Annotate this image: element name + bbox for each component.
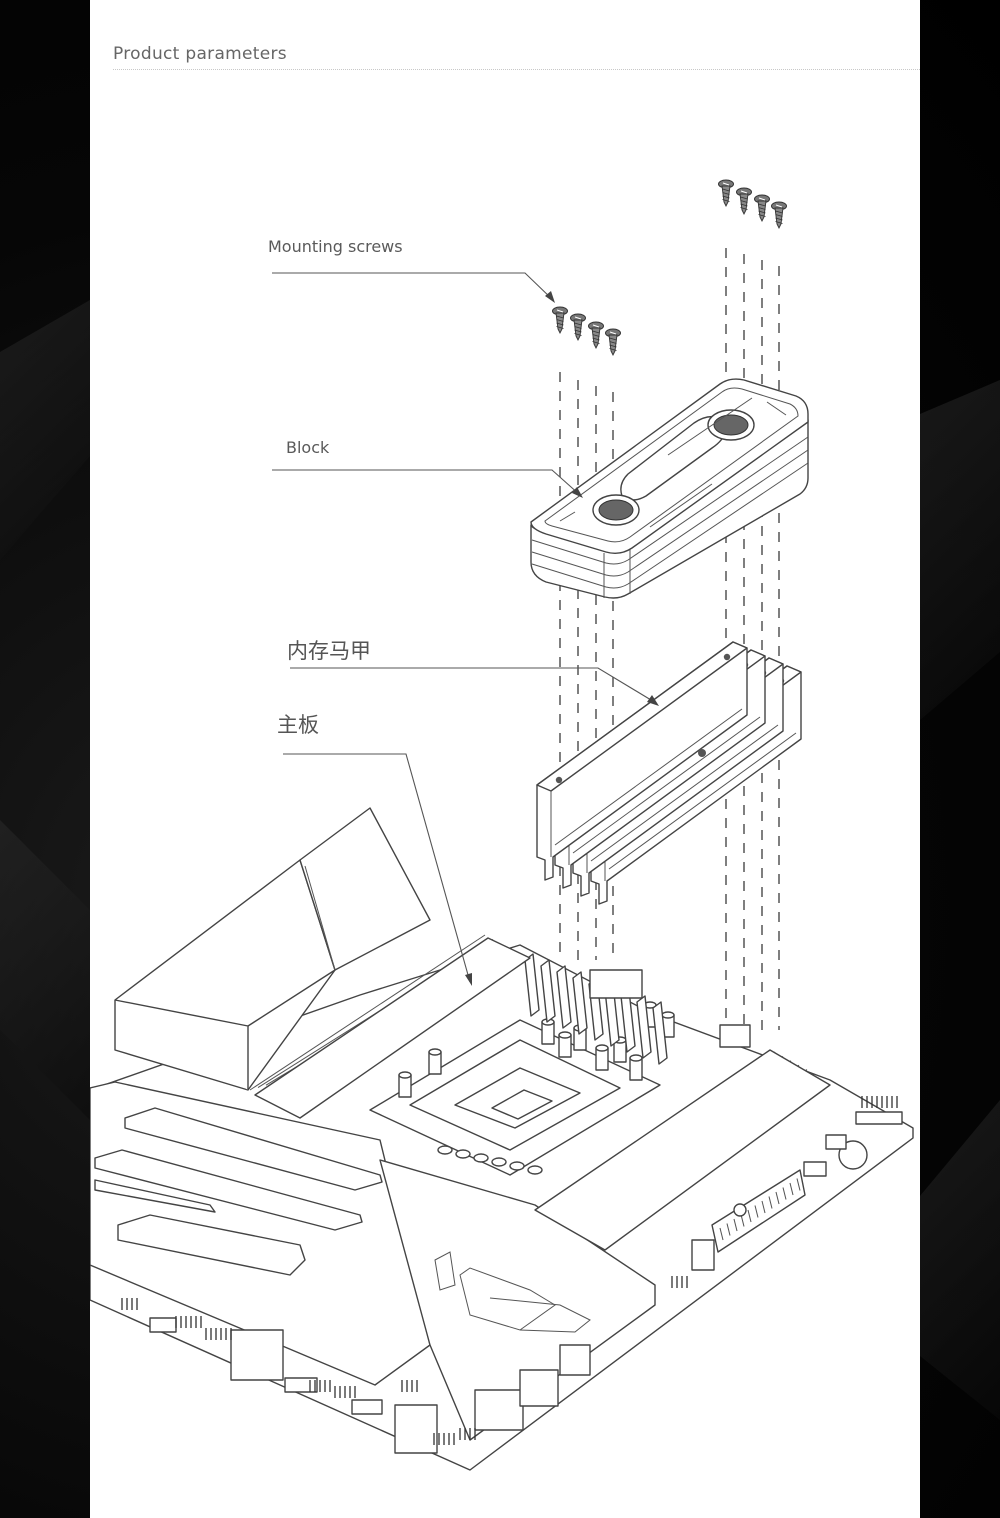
dimm-slot-bank (254, 937, 531, 1119)
atx-pin (782, 1187, 787, 1200)
capacitor (595, 1044, 609, 1071)
screw-set-front (552, 306, 621, 357)
left-edge-texture (0, 300, 90, 560)
capacitor (491, 1157, 507, 1167)
capacitor (455, 1149, 471, 1159)
capacitor (509, 1161, 525, 1171)
pin-header (205, 1328, 232, 1340)
pin-header (401, 1380, 418, 1392)
atx-power-connector (719, 1178, 801, 1241)
left-edge-texture-lower (0, 820, 90, 1120)
callout-motherboard: 主板 (277, 713, 472, 986)
arrow-head (465, 973, 472, 986)
atx-pin (726, 1223, 731, 1236)
screw-icon (570, 313, 586, 342)
pin-header (334, 1386, 356, 1398)
arrow-head (572, 487, 583, 498)
callout-mounting-screws: Mounting screws (268, 237, 555, 303)
atx-pin (768, 1196, 773, 1209)
capacitor (437, 1145, 453, 1155)
pin-headers (121, 1096, 898, 1445)
dimm-slot-line (249, 934, 486, 1091)
atx-pin (754, 1205, 759, 1218)
atx-pin (733, 1218, 738, 1232)
motherboard (90, 807, 914, 1471)
atx-pin (761, 1200, 766, 1214)
pin-header (433, 1433, 455, 1445)
title-divider (113, 69, 920, 70)
arrow-head (545, 291, 555, 303)
screw-icon (605, 328, 621, 357)
right-edge-texture (920, 380, 1000, 720)
ram-heatsink-rivet (698, 749, 706, 757)
capacitor (629, 1054, 643, 1081)
callout-block: Block (272, 438, 583, 498)
section-title: Product parameters (113, 44, 287, 64)
pin-header (671, 1276, 688, 1288)
assembly-guide-lines (559, 248, 780, 1030)
screw-icon (552, 306, 568, 335)
atx-pin (796, 1178, 801, 1191)
capacitor (473, 1153, 489, 1163)
capacitor (398, 1071, 412, 1098)
vrm-fin (556, 965, 572, 1029)
vrm-fin (524, 953, 540, 1017)
label-motherboard: 主板 (277, 713, 319, 737)
screw-icon (718, 179, 734, 208)
atx-pin (789, 1182, 794, 1196)
capacitor (527, 1165, 543, 1175)
atx-pin (775, 1191, 780, 1205)
capacitor (428, 1048, 442, 1075)
vrm-fin (652, 1001, 668, 1065)
exploded-assembly-diagram: Mounting screws Block 内存马甲 主板 (90, 179, 914, 1471)
screw-icon (736, 187, 752, 216)
pin-header (459, 1428, 476, 1440)
pin-header (861, 1096, 898, 1108)
arrow-head (647, 695, 659, 706)
dimm-slots-right (534, 1049, 831, 1251)
water-block (530, 378, 809, 599)
pin-header (175, 1316, 202, 1328)
ram-heatsink-module (536, 641, 748, 881)
atx-pin (747, 1209, 752, 1223)
ram-heatsink-stack (536, 641, 802, 905)
screw-icon (771, 201, 787, 230)
vrm-fin (572, 971, 588, 1035)
atx-pin (719, 1227, 724, 1241)
screw-icon (754, 194, 770, 223)
capacitor (558, 1031, 572, 1058)
pin-header (309, 1380, 331, 1392)
capacitor (541, 1018, 555, 1045)
screw-set-rear (718, 179, 787, 230)
label-ram-armor: 内存马甲 (287, 639, 371, 663)
label-mounting-screws: Mounting screws (268, 237, 403, 256)
content-panel: Product parameters (90, 0, 920, 1518)
dimm-slots-left (249, 934, 531, 1119)
dimm-slot-bank (534, 1049, 831, 1251)
pin-header (121, 1298, 138, 1310)
screw-icon (588, 321, 604, 350)
right-edge-texture-lower (920, 1100, 1000, 1420)
callout-ram-armor: 内存马甲 (287, 639, 659, 706)
vrm-fin (540, 959, 556, 1023)
label-block: Block (286, 438, 330, 457)
